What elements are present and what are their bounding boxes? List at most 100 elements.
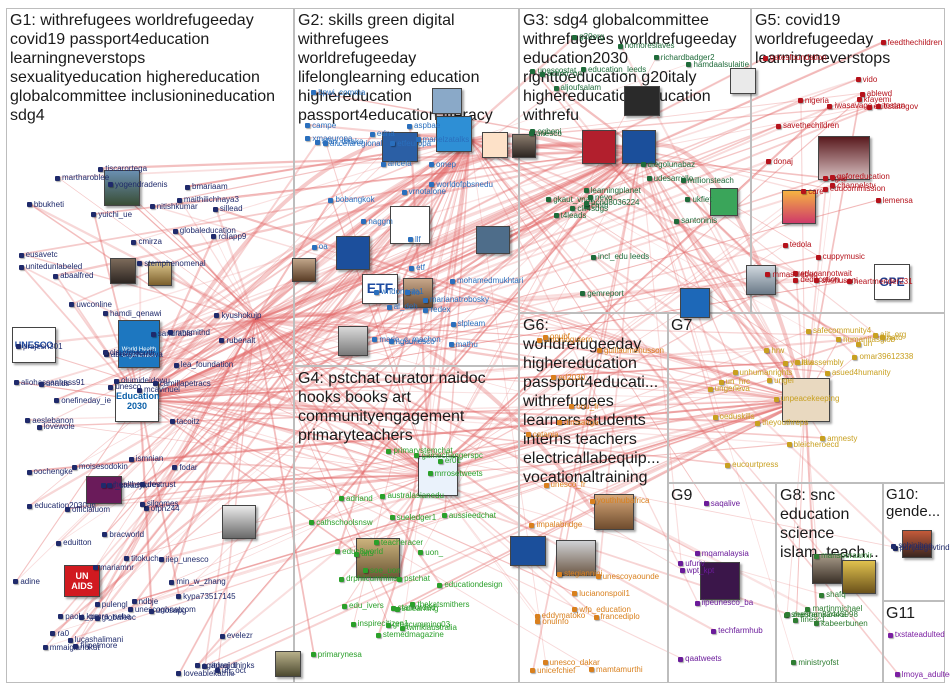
node-g20org[interactable]: g20org bbox=[572, 32, 604, 41]
node-mariamnr[interactable]: mariamnr bbox=[93, 563, 134, 572]
node-sdlearning[interactable]: sdlearning bbox=[394, 604, 439, 613]
node-rubenalt[interactable]: rubenalt bbox=[219, 336, 255, 345]
node-uwconline[interactable]: uwconline bbox=[69, 300, 112, 309]
node-saqalive[interactable]: saqalive bbox=[703, 499, 740, 508]
node-bleicheroecd[interactable]: bleicheroecd bbox=[786, 440, 839, 449]
avatar-kabeerbunen[interactable] bbox=[812, 554, 842, 584]
node-titokuch[interactable]: titokuch bbox=[124, 554, 159, 563]
node-lovewole[interactable]: lovewole bbox=[36, 422, 75, 431]
node-ra0[interactable]: ra0 bbox=[50, 629, 69, 638]
node-marielzatalks[interactable]: marielzatalks bbox=[415, 135, 469, 144]
node-nigeria[interactable]: nigeria bbox=[797, 96, 829, 105]
node-gatesfoundation[interactable]: gatesfoundation bbox=[762, 53, 827, 62]
avatar-omar39612338[interactable] bbox=[782, 378, 830, 422]
avatar-ngounesco[interactable] bbox=[382, 132, 418, 162]
node-unaids[interactable]: unaids bbox=[38, 379, 69, 388]
node-thekatsmithers[interactable]: thekatsmithers bbox=[410, 600, 470, 609]
node-diegolunabaz[interactable]: diegolunabaz bbox=[640, 160, 695, 169]
node-education2030un[interactable]: education2030un bbox=[27, 501, 96, 510]
node-vrnotalone[interactable]: vrnotalone bbox=[401, 187, 446, 196]
avatar-marianatrobosky[interactable] bbox=[390, 206, 430, 244]
node-amnesty[interactable]: amnesty bbox=[820, 434, 857, 443]
node-silgomes[interactable]: silgomes bbox=[139, 499, 178, 508]
node-tostan[interactable]: tostan bbox=[876, 101, 905, 110]
node-aeslebanon[interactable]: aeslebanon bbox=[25, 416, 74, 425]
node-filipetmore[interactable]: filipetmore bbox=[73, 641, 117, 650]
node-cmth[interactable]: cmth bbox=[584, 201, 609, 210]
node-ungei[interactable]: ungei bbox=[767, 376, 794, 385]
node-unpeacekeeping[interactable]: unpeacekeeping bbox=[773, 394, 839, 403]
node-edu_ivers[interactable]: edu_ivers bbox=[342, 601, 384, 610]
etf-logo[interactable]: ETF bbox=[362, 274, 398, 304]
unaids-logo[interactable]: UN AIDS bbox=[64, 565, 100, 597]
node-tiscarortega[interactable]: tiscarortega bbox=[98, 164, 147, 173]
node-etf[interactable]: etf bbox=[409, 263, 425, 272]
node-ukfiet[interactable]: ukfiet bbox=[685, 195, 712, 204]
node-dimsanga[interactable]: dimsanga bbox=[556, 418, 599, 427]
node-australasianedu[interactable]: australasianedu bbox=[380, 491, 444, 500]
node-nato[interactable]: nato bbox=[879, 333, 903, 342]
node-nomoreslaves[interactable]: nomoreslaves bbox=[617, 41, 675, 50]
node-kyushokujp[interactable]: kyushokujp bbox=[214, 311, 261, 320]
node-unesco_dakar[interactable]: unesco_dakar bbox=[542, 658, 600, 667]
node-educannotwait[interactable]: educannotwait bbox=[793, 269, 852, 278]
avatar-unesco-dakar[interactable] bbox=[510, 536, 546, 566]
node-al_deh[interactable]: al_deh bbox=[386, 302, 418, 311]
node-ajit_org[interactable]: ajit_org bbox=[873, 330, 906, 339]
node-ofph244[interactable]: ofph244 bbox=[143, 504, 180, 513]
node-impalabridge[interactable]: impalabridge bbox=[529, 520, 582, 529]
node-sueledger1[interactable]: sueledger1 bbox=[389, 513, 436, 522]
avatar-heartmender231[interactable] bbox=[818, 136, 870, 180]
node-iiep_unesco[interactable]: iiep_unesco bbox=[158, 555, 209, 564]
node-wfp_education[interactable]: wfp_education bbox=[572, 605, 631, 614]
node-clil4sdgs[interactable]: clil4sdgs bbox=[570, 204, 608, 213]
node-ed2030[interactable]: ed2030 bbox=[551, 373, 585, 382]
node-ancefa[interactable]: ancefa bbox=[380, 159, 412, 168]
node-guillaumehusson[interactable]: guillaumehusson bbox=[596, 346, 664, 355]
avatar-educannotwait[interactable] bbox=[782, 190, 816, 224]
node-adriand[interactable]: adriand bbox=[339, 494, 373, 503]
node-unesco_fr[interactable]: unesco_fr bbox=[543, 480, 586, 489]
node-pulengl[interactable]: pulengl bbox=[94, 600, 128, 609]
node-kumra_neha[interactable]: kumra_neha bbox=[79, 612, 131, 621]
node-bracworld[interactable]: bracworld bbox=[102, 530, 144, 539]
node-hamdi_qenawi[interactable]: hamdi_qenawi bbox=[102, 309, 162, 318]
node-rituraj_thinks[interactable]: rituraj_thinks bbox=[202, 661, 255, 670]
node-globaleducation[interactable]: globaleducation bbox=[172, 226, 236, 235]
node-qaatweets[interactable]: qaatweets bbox=[678, 654, 722, 663]
node-law[interactable]: law bbox=[794, 358, 814, 367]
node-aliohassanhass91[interactable]: aliohassanhass91 bbox=[13, 378, 85, 387]
avatar-santoninis[interactable] bbox=[512, 134, 536, 158]
node-llf[interactable]: llf bbox=[407, 235, 421, 244]
node-gregcumming03[interactable]: gregcumming03 bbox=[385, 620, 450, 629]
node-mamtamurthi[interactable]: mamtamurthi bbox=[588, 665, 643, 674]
node-educ8world[interactable]: educ8world bbox=[335, 547, 383, 556]
avatar-olumideidowu[interactable] bbox=[110, 258, 136, 284]
node-unitedunlabeled[interactable]: unitedunlabeled bbox=[18, 262, 82, 271]
node-ablewd[interactable]: ablewd bbox=[859, 89, 892, 98]
node-ancefaregional[interactable]: ancefaregional bbox=[322, 139, 382, 148]
node-ndbje[interactable]: ndbje bbox=[131, 597, 158, 606]
node-educommission[interactable]: educommission bbox=[822, 184, 885, 193]
avatar-marie_c_machon[interactable] bbox=[432, 88, 462, 114]
node-bcnd8036224[interactable]: bcnd8036224 bbox=[584, 198, 640, 207]
node-soe_uon[interactable]: soe_uon bbox=[363, 566, 401, 575]
node-zeeshan82445998[interactable]: zeeshan82445998 bbox=[785, 610, 858, 619]
avatar-mohamedmukhtari[interactable] bbox=[292, 258, 316, 282]
avatar-bleicheroecd[interactable] bbox=[746, 265, 776, 295]
node-unescostat[interactable]: unescostat bbox=[530, 66, 576, 75]
node-wpt_kpt[interactable]: wpt_kpt bbox=[679, 566, 714, 575]
node-care[interactable]: care bbox=[801, 187, 824, 196]
avatar-punjabgovtindia[interactable] bbox=[902, 530, 932, 558]
node-globaleoc[interactable]: globaleoc bbox=[94, 613, 136, 622]
avatar-officialuom[interactable] bbox=[86, 476, 122, 504]
node-marie_c_machon[interactable]: marie_c_machon bbox=[372, 335, 441, 344]
node-ismnian[interactable]: ismnian bbox=[128, 454, 163, 463]
node-donaj[interactable]: donaj bbox=[766, 157, 793, 166]
node-unesco[interactable]: unesco bbox=[529, 129, 562, 138]
node-onubf[interactable]: onubf bbox=[542, 332, 570, 341]
node-er01[interactable]: er01 bbox=[437, 456, 461, 465]
node-kabeerbunen[interactable]: kabeerbunen bbox=[814, 619, 868, 628]
node-eusavetc[interactable]: eusavetc bbox=[18, 250, 58, 259]
node-eddymatoko[interactable]: eddymatoko bbox=[534, 611, 585, 620]
